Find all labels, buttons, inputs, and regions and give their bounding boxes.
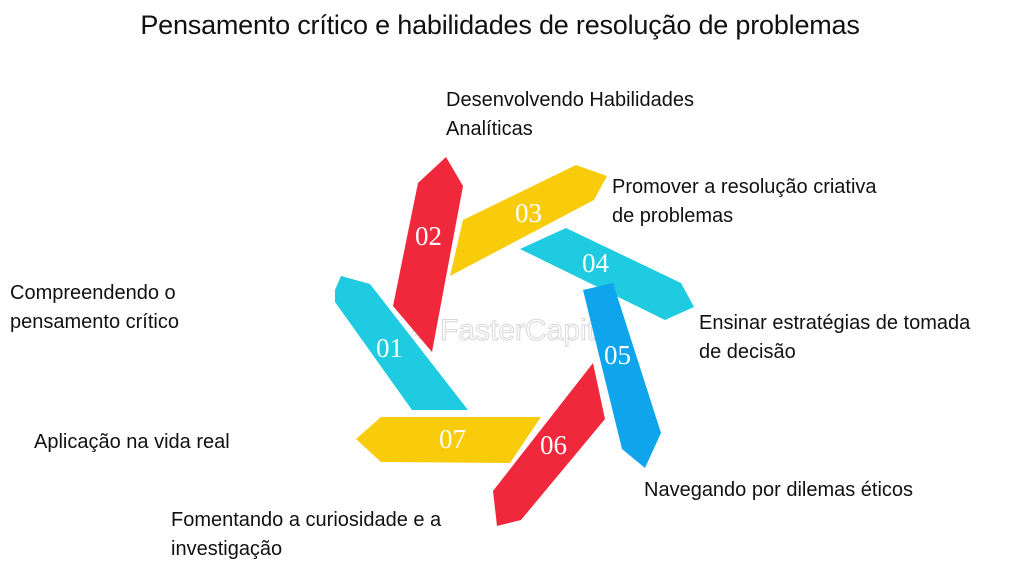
step-number-01: 01	[376, 333, 403, 363]
step-01-arrow: 01	[335, 276, 468, 410]
arrow-shape-03	[450, 165, 607, 276]
step-06-label-line1: Fomentando a curiosidade e a	[171, 509, 442, 531]
step-number-06: 06	[540, 430, 567, 460]
step-number-02: 02	[415, 221, 442, 251]
arrow-shape-04	[520, 228, 694, 320]
arrow-shape-05	[583, 283, 661, 468]
step-03-arrow: 03	[450, 165, 607, 276]
step-06-label: Fomentando a curiosidade e a investigaçã…	[171, 506, 441, 564]
step-01-label-line2: pensamento crítico	[10, 311, 179, 333]
watermark: FasterCapital	[412, 314, 619, 348]
step-06-label-line2: investigação	[171, 538, 283, 560]
arrow-shape-01	[335, 276, 468, 410]
step-03-label: Promover a resolução criativa de problem…	[612, 173, 877, 231]
step-07-arrow: 07	[356, 417, 541, 463]
step-05-arrow: 05	[583, 283, 661, 468]
step-04-label: Ensinar estratégias de tomada de decisão	[699, 309, 970, 367]
step-01-label: Compreendendo o pensamento crítico	[10, 279, 179, 337]
watermark-text: FasterCapital	[440, 314, 618, 347]
step-04-label-line2: de decisão	[699, 341, 796, 363]
step-03-label-line1: Promover a resolução criativa	[612, 176, 877, 198]
step-03-label-line2: de problemas	[612, 205, 734, 227]
step-02-label-line2: Analíticas	[446, 118, 533, 140]
step-04-arrow: 04	[520, 228, 694, 320]
diagram-title: Pensamento crítico e habilidades de reso…	[140, 10, 860, 40]
arrow-shape-06	[493, 363, 605, 526]
arrow-shape-07	[356, 417, 541, 463]
step-02-label-line1: Desenvolvendo Habilidades	[446, 89, 694, 111]
step-04-label-line1: Ensinar estratégias de tomada	[699, 312, 971, 334]
step-06-arrow: 06	[493, 363, 605, 526]
step-05-label-line1: Navegando por dilemas éticos	[644, 479, 914, 501]
step-07-label: Aplicação na vida real	[34, 428, 230, 457]
arrow-shape-02	[393, 157, 463, 352]
step-02-label: Desenvolvendo Habilidades Analíticas	[446, 86, 694, 144]
step-number-03: 03	[515, 198, 542, 228]
step-number-07: 07	[439, 424, 466, 454]
step-02-arrow: 02	[393, 157, 463, 352]
step-01-label-line1: Compreendendo o	[10, 282, 176, 304]
step-number-05: 05	[604, 340, 631, 370]
step-07-label-line1: Aplicação na vida real	[34, 431, 230, 453]
step-number-04: 04	[582, 248, 610, 278]
step-05-label: Navegando por dilemas éticos	[644, 476, 913, 505]
